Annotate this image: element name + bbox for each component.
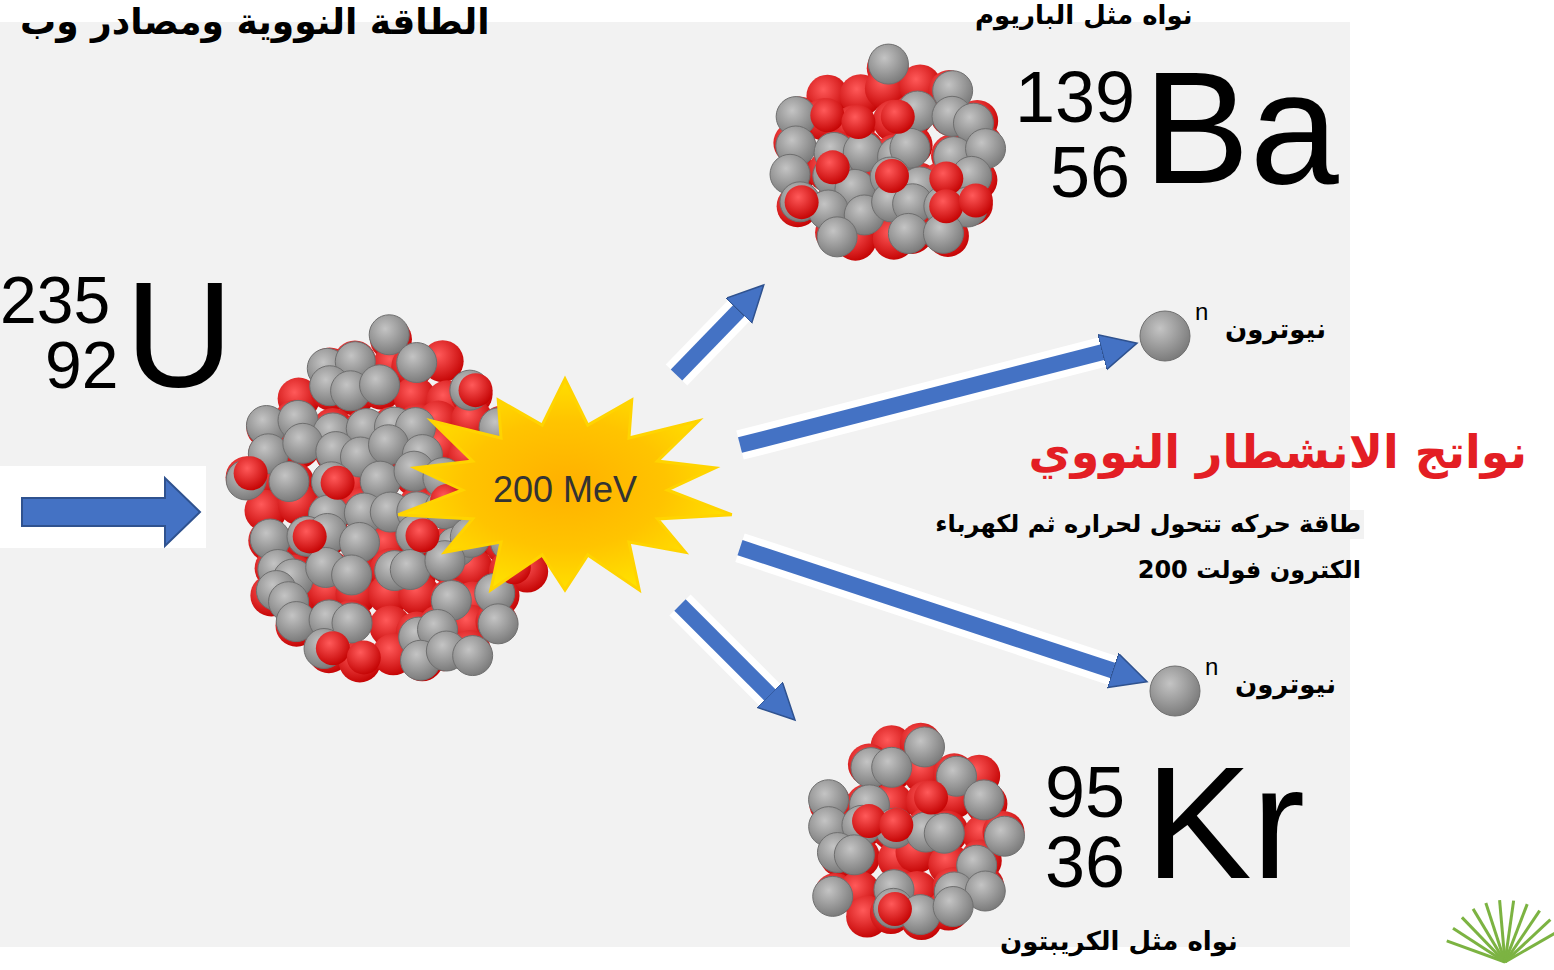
nuclide-symbol: 56: [1050, 136, 1130, 208]
arrow-shadow: [0, 466, 206, 548]
neutron-ball: [872, 747, 912, 787]
neutron-ball: [924, 813, 964, 853]
arrow-shadow: [680, 605, 774, 699]
neutron-ball: [332, 555, 372, 595]
nuclide-symbol: 95: [1045, 756, 1125, 828]
arrow-shadow: [740, 548, 1119, 673]
nuclide-symbol: U: [125, 260, 233, 410]
title: الطاقة النووية ومصادر وب: [20, 0, 490, 43]
proton: [929, 189, 963, 223]
note-label: طاقة حركه تتحول لحراره ثم لكهرباء: [932, 510, 1364, 539]
proton: [914, 780, 948, 814]
nuclide-symbol: 139: [1015, 61, 1135, 133]
note-label: 200 الكترون فولت: [1135, 556, 1364, 585]
neutron-ball: [1140, 311, 1190, 361]
nucleus-picture: [750, 40, 1015, 285]
neutron-ball: [933, 887, 973, 927]
incoming-neutron-arrow: [22, 478, 200, 546]
proton: [405, 518, 439, 552]
proton: [459, 373, 493, 407]
proton: [785, 185, 819, 219]
palm-leaf: [1500, 900, 1505, 962]
nuclide-symbol: Ba: [1143, 48, 1339, 208]
neutron-ball: [834, 835, 874, 875]
proton: [878, 892, 912, 926]
heading-label: نواتج الانشطار النووي: [1026, 425, 1530, 480]
node-caption: نواه مثل الباريوم: [975, 0, 1192, 31]
neutron-ball: [813, 876, 853, 916]
neutron-ball: [397, 343, 437, 383]
nuclide-symbol: n: [1205, 655, 1218, 679]
nucleus-picture: [785, 720, 1035, 950]
proton: [841, 105, 875, 139]
nuclide-symbol: n: [1195, 300, 1208, 324]
grey-panel: [0, 22, 1350, 947]
neutron-node: n نيوترون: [1147, 655, 1357, 727]
nuclide-symbol: 200 MeV: [493, 472, 637, 508]
nuclide-symbol: 36: [1045, 826, 1125, 898]
product-arrow: [680, 605, 774, 699]
proton: [959, 184, 993, 218]
proton: [234, 456, 268, 490]
nuclide-symbol: 92: [45, 332, 118, 398]
arrow-shadow: [676, 307, 742, 375]
neutron-ball: [390, 550, 430, 590]
neutron-picture: [1137, 308, 1193, 364]
neutron-node: n نيوترون: [1137, 300, 1347, 372]
energy-burst-node: 200 MeV: [390, 375, 740, 605]
palm-leaf: [1505, 931, 1554, 962]
proton: [347, 640, 381, 674]
neutron-ball: [817, 217, 857, 257]
neutron-ball: [478, 604, 518, 644]
neutron-ball: [360, 365, 400, 405]
neutron-ball: [269, 461, 309, 501]
nuclide-symbol: Kr: [1145, 743, 1305, 903]
neutron-picture: [1147, 663, 1203, 719]
proton: [321, 466, 355, 500]
energy-burst: [398, 379, 731, 590]
nuclide-symbol: 235: [0, 267, 110, 333]
nucleus-node: نواه مثل الباريوم 13956Ba: [750, 0, 1343, 290]
proton: [316, 631, 350, 665]
proton: [293, 519, 327, 553]
product-arrow: [740, 548, 1119, 673]
neutron-ball: [868, 44, 908, 84]
neutron-ball: [888, 213, 928, 253]
node-caption: نواه مثل الكريبتون: [1000, 926, 1238, 957]
neutron-ball: [1150, 666, 1200, 716]
proton: [816, 150, 850, 184]
node-caption: نيوترون: [1225, 314, 1326, 345]
proton: [810, 98, 844, 132]
neutron-ball: [453, 636, 493, 676]
node-caption: نيوترون: [1235, 669, 1336, 700]
proton: [881, 100, 915, 134]
palm-logo: [1447, 900, 1554, 962]
proton: [875, 159, 909, 193]
neutron-ball: [964, 780, 1004, 820]
product-arrow: [676, 307, 742, 375]
nucleus-node: 9536 Kr نواه مثل الكريبتون: [785, 720, 1325, 965]
proton: [879, 808, 913, 842]
